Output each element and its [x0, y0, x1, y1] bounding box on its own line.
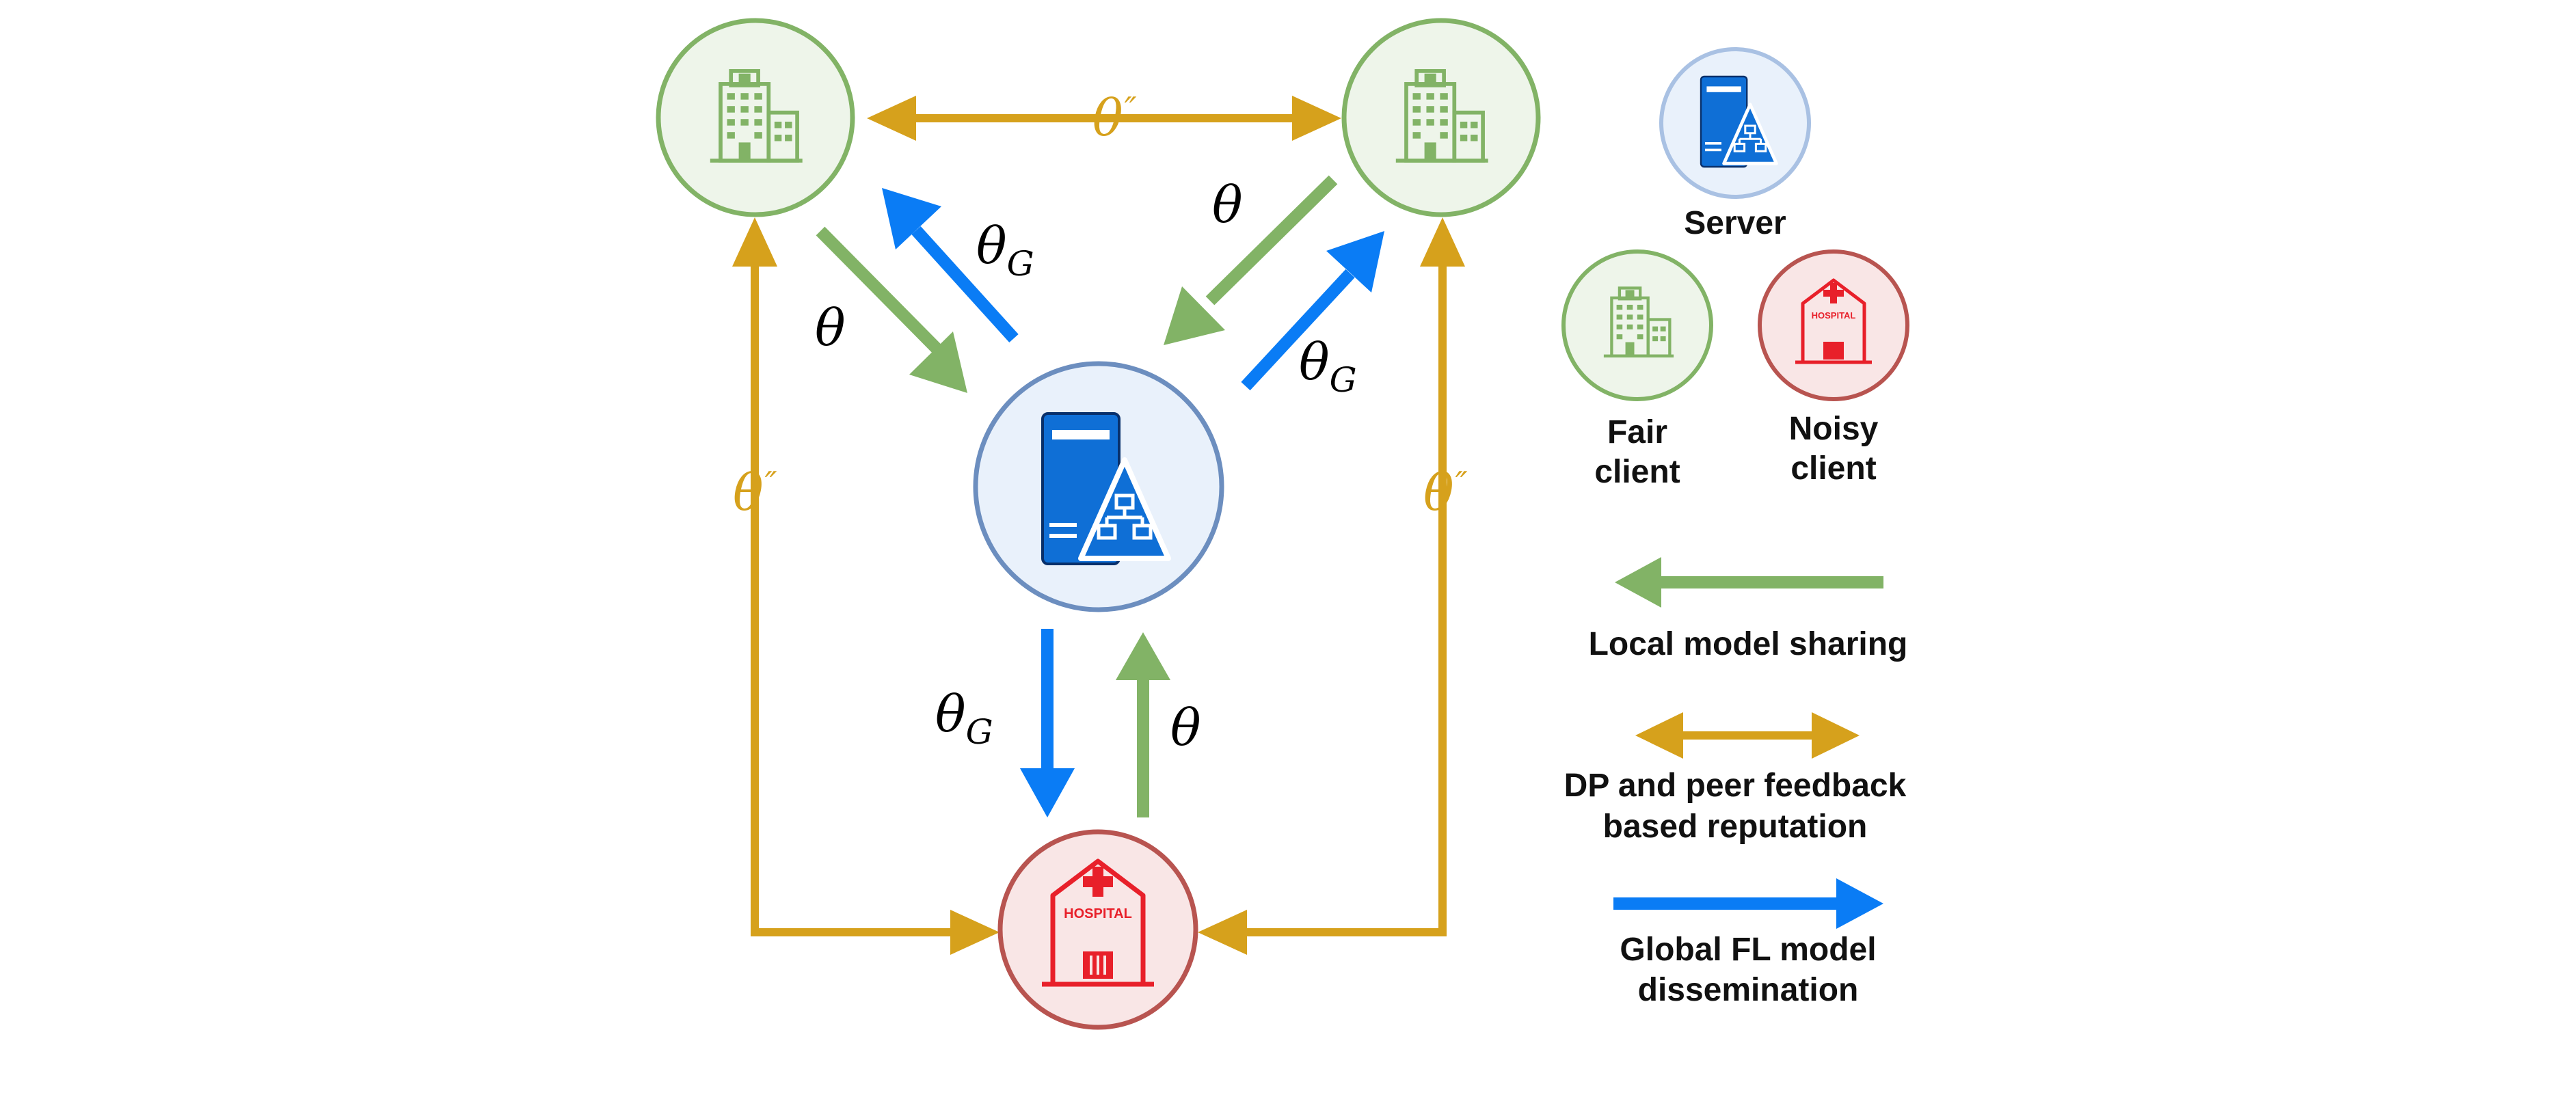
legend-fair-client: Fair client [1561, 249, 1713, 490]
reputation-arrows [732, 96, 1465, 955]
label-theta-bottom: θ [1170, 699, 1201, 757]
legend-fair-line1: Fair [1607, 414, 1667, 450]
global-model-arrows [882, 188, 1384, 817]
hospital-icon: HOSPITAL [1042, 858, 1154, 987]
server-node [973, 361, 1224, 612]
legend-global-line1: Global FL model [1620, 932, 1876, 968]
legend-noisy-line1: Noisy [1789, 411, 1879, 447]
label-theta-left: θ [815, 299, 846, 357]
label-theta-double-prime-left: θ″ [733, 463, 777, 522]
legend-dp-line1: DP and peer feedback [1564, 768, 1907, 804]
label-theta-g-bottom: θG [935, 685, 993, 752]
legend: Server Fair client HOSPITAL Noisy client [1561, 47, 1909, 1008]
label-theta-g-left: θG [976, 217, 1034, 284]
legend-noisy-line2: client [1790, 450, 1876, 487]
edge-labels: θ″ θ″ θ″ θ θ θ θG θG θG [733, 89, 1468, 757]
local-model-arrows [816, 175, 1338, 817]
legend-local-label: Local model sharing [1589, 626, 1908, 662]
legend-server: Server [1659, 47, 1811, 241]
hospital-icon: HOSPITAL [1795, 278, 1872, 364]
legend-server-label: Server [1684, 205, 1786, 241]
legend-reputation: DP and peer feedback based reputation [1564, 712, 1907, 845]
legend-global-dissemination: Global FL model dissemination [1613, 878, 1883, 1008]
legend-global-line2: dissemination [1638, 972, 1859, 1008]
hospital-sign-text: HOSPITAL [1812, 310, 1856, 321]
fair-client-node-top-left [656, 18, 855, 217]
legend-local-model-sharing: Local model sharing [1589, 557, 1908, 662]
label-theta-g-right: θG [1299, 333, 1357, 400]
legend-dp-line2: based reputation [1603, 809, 1868, 845]
legend-noisy-client: HOSPITAL Noisy client [1758, 249, 1909, 487]
label-theta-right: θ [1212, 176, 1243, 234]
noisy-client-node: HOSPITAL [997, 829, 1198, 1030]
fair-client-node-top-right [1341, 18, 1541, 217]
label-theta-double-prime-right: θ″ [1423, 463, 1468, 522]
label-theta-double-prime-top: θ″ [1092, 89, 1137, 148]
hospital-sign-text: HOSPITAL [1064, 906, 1132, 921]
legend-fair-line2: client [1594, 454, 1680, 490]
